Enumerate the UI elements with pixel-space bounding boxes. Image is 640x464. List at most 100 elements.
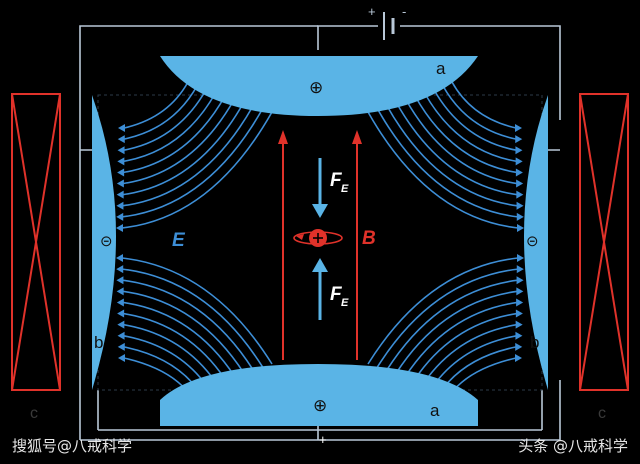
e-arrow-bottom-left [118, 354, 125, 362]
e-line-top-right [441, 84, 517, 140]
e-arrow-top-right [517, 224, 524, 232]
e-arrow-bottom-right [515, 354, 522, 362]
e-arrow-top-left [117, 168, 125, 177]
wire-battery-to-right [397, 25, 561, 120]
battery-minus-label: - [402, 4, 406, 19]
e-line-top-right [423, 91, 517, 163]
e-line-top-left [122, 104, 255, 207]
b-arrow-left [278, 130, 288, 144]
e-arrow-top-left [116, 212, 124, 221]
e-arrow-bottom-right [515, 320, 523, 329]
left-negative-sign: ⊝ [100, 233, 113, 250]
e-line-bottom-right [395, 290, 518, 374]
e-line-bottom-right [404, 301, 518, 377]
left-electrode-b [92, 95, 116, 390]
e-line-bottom-right [367, 257, 519, 365]
e-arrow-top-left [116, 201, 124, 210]
e-line-bottom-left [123, 323, 217, 384]
top-positive-sign: ⊕ [309, 78, 323, 97]
left-coil-label: c [30, 405, 38, 422]
e-arrow-bottom-left [116, 265, 124, 274]
e-arrow-bottom-right [515, 342, 523, 351]
e-line-top-right [367, 111, 519, 229]
bottom-positive-sign: ⊕ [313, 396, 327, 415]
magnetic-field-label: B [362, 228, 376, 249]
force-top-subscript: E [341, 183, 349, 195]
force-bottom-label: F [330, 284, 343, 305]
force-top-label: F [330, 170, 343, 191]
watermark-right: 头条 @八戒科学 [518, 437, 628, 455]
junction-plus-label: + [319, 432, 327, 447]
e-arrow-top-right [516, 212, 524, 221]
e-arrow-bottom-right [516, 265, 524, 274]
e-line-top-right [432, 88, 517, 152]
e-line-bottom-left [122, 268, 264, 368]
e-arrow-top-right [516, 190, 524, 199]
e-line-bottom-right [451, 357, 517, 393]
e-line-bottom-right [423, 323, 517, 384]
trapped-particle [293, 229, 343, 247]
left-coil-cross-2 [11, 93, 61, 391]
watermark-left: 搜狐号@八戒科学 [12, 437, 133, 455]
electrode-labels: a a b b ⊕ ⊕ ⊝ ⊝ [94, 59, 539, 420]
e-line-top-left [122, 101, 245, 196]
electric-forces: F E F E [312, 158, 349, 320]
top-electrode-label: a [436, 59, 446, 78]
force-bottom-subscript: E [341, 297, 349, 309]
e-arrow-top-right [515, 168, 523, 177]
left-electrode-label: b [94, 333, 103, 352]
left-coil [11, 93, 61, 391]
battery-gap [378, 8, 400, 44]
e-line-bottom-left [122, 312, 226, 381]
e-line-bottom-left [122, 290, 245, 374]
orbit-arrow [296, 234, 304, 240]
e-arrow-bottom-left [117, 331, 125, 340]
wire-left-frame [79, 25, 318, 440]
top-electrode-a [160, 56, 478, 116]
e-arrow-top-right [515, 135, 523, 144]
e-line-top-right [376, 108, 518, 218]
e-line-bottom-left [123, 357, 189, 393]
e-line-bottom-left [122, 279, 255, 371]
e-arrow-bottom-left [116, 276, 124, 285]
right-coil-cross-2 [579, 93, 629, 391]
electrodes [92, 56, 548, 426]
wire-top-to-battery [317, 25, 380, 50]
magnetic-coils [11, 93, 629, 391]
e-arrow-bottom-right [515, 331, 523, 340]
e-arrow-top-left [116, 179, 124, 188]
e-arrow-top-right [516, 201, 524, 210]
b-arrow-right [352, 130, 362, 144]
e-arrow-top-right [516, 179, 524, 188]
e-arrow-top-right [515, 124, 522, 132]
e-arrow-top-left [117, 146, 125, 155]
e-arrow-top-right [515, 157, 523, 166]
e-line-top-left [122, 94, 227, 174]
e-arrow-bottom-right [516, 276, 524, 285]
e-line-top-left [123, 81, 189, 129]
e-arrow-bottom-right [516, 298, 524, 307]
right-electrode-b [524, 95, 548, 390]
e-line-top-right [385, 104, 518, 207]
e-arrow-top-right [515, 146, 523, 155]
e-arrow-top-left [116, 224, 123, 232]
e-line-top-right [395, 101, 518, 196]
e-line-top-right [404, 98, 518, 185]
e-arrow-top-left [117, 157, 125, 166]
magnetic-field-lines [278, 130, 362, 360]
e-arrow-bottom-right [517, 254, 524, 262]
e-line-top-left [123, 91, 217, 163]
e-arrow-bottom-left [117, 320, 125, 329]
force-top-arrowhead [312, 204, 328, 218]
e-line-bottom-right [414, 312, 518, 381]
e-line-top-left [122, 98, 236, 185]
e-arrow-bottom-left [116, 254, 123, 262]
e-line-top-right [413, 94, 518, 174]
right-electrode-label: b [530, 333, 539, 352]
e-line-bottom-right [376, 268, 518, 368]
e-arrow-bottom-right [516, 287, 524, 296]
e-line-top-left [123, 88, 208, 152]
e-arrow-bottom-left [117, 342, 125, 351]
e-arrow-bottom-left [116, 287, 124, 296]
